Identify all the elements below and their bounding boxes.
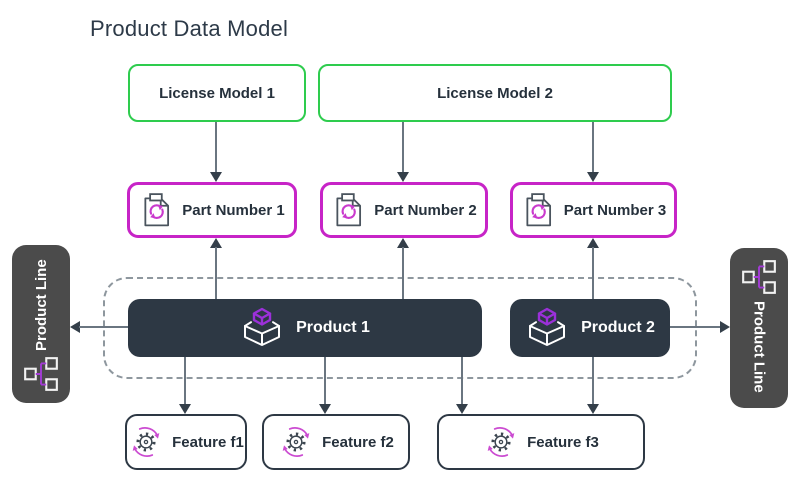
part-number-2-label: Part Number 2 bbox=[374, 201, 477, 219]
arrow-line-lm2-pn3 bbox=[592, 122, 594, 173]
arrow-line-p1-pn2 bbox=[402, 247, 404, 299]
part-number-2-box: Part Number 2 bbox=[320, 182, 488, 238]
license-model-1-box: License Model 1 bbox=[128, 64, 306, 122]
feature-f3-box: Feature f3 bbox=[437, 414, 645, 470]
feature-f3-label: Feature f3 bbox=[527, 433, 599, 451]
page-title: Product Data Model bbox=[90, 16, 289, 41]
product-1-label: Product 1 bbox=[296, 319, 370, 336]
arrowhead-p1-pn2 bbox=[397, 238, 409, 248]
arrowhead-p1-f3 bbox=[456, 404, 468, 414]
arrow-line-p1-f2 bbox=[324, 357, 326, 405]
product-line-left-label: Product Line bbox=[32, 259, 50, 351]
arrowhead-lm2-pn2 bbox=[397, 172, 409, 182]
arrow-line-p1-productline-left bbox=[79, 326, 128, 328]
product-line-right-label: Product Line bbox=[750, 301, 768, 393]
license-model-2-label: License Model 2 bbox=[437, 84, 553, 102]
arrowhead-p1-f1 bbox=[179, 404, 191, 414]
product-2-label: Product 2 bbox=[581, 319, 655, 336]
license-model-1-label: License Model 1 bbox=[159, 84, 275, 102]
arrow-line-p2-pn3 bbox=[592, 247, 594, 299]
arrow-line-lm1-pn1 bbox=[215, 122, 217, 173]
open-box-cube-icon bbox=[529, 307, 566, 346]
product-2-box: Product 2 bbox=[510, 299, 670, 357]
feature-f1-label: Feature f1 bbox=[172, 433, 244, 451]
part-number-3-box: Part Number 3 bbox=[510, 182, 677, 238]
feature-f1-box: Feature f1 bbox=[125, 414, 247, 470]
product-group-dashed-container bbox=[103, 277, 697, 379]
part-number-1-label: Part Number 1 bbox=[182, 201, 285, 219]
part-number-1-box: Part Number 1 bbox=[127, 182, 297, 238]
arrowhead-p2-pn3 bbox=[587, 238, 599, 248]
arrowhead-p1-productline-left bbox=[70, 321, 80, 333]
feature-f2-label: Feature f2 bbox=[322, 433, 394, 451]
gear-rotation-icon bbox=[282, 427, 310, 457]
gear-rotation-icon bbox=[487, 427, 515, 457]
arrow-line-p1-f1 bbox=[184, 357, 186, 405]
document-refresh-icon bbox=[336, 193, 362, 227]
license-model-2-box: License Model 2 bbox=[318, 64, 672, 122]
arrow-line-p2-f3 bbox=[592, 357, 594, 405]
arrow-line-p2-productline-right bbox=[670, 326, 721, 328]
document-refresh-icon bbox=[144, 193, 170, 227]
arrowhead-lm2-pn3 bbox=[587, 172, 599, 182]
gear-rotation-icon bbox=[132, 427, 160, 457]
hierarchy-icon bbox=[24, 357, 58, 391]
arrowhead-lm1-pn1 bbox=[210, 172, 222, 182]
document-refresh-icon bbox=[526, 193, 551, 227]
arrowhead-p2-f3 bbox=[587, 404, 599, 414]
product-1-box: Product 1 bbox=[128, 299, 482, 357]
arrow-line-lm2-pn2 bbox=[402, 122, 404, 173]
product-line-left-box: Product Line bbox=[12, 245, 70, 403]
hierarchy-icon bbox=[742, 260, 776, 294]
part-number-3-label: Part Number 3 bbox=[563, 201, 667, 219]
feature-f2-box: Feature f2 bbox=[262, 414, 410, 470]
arrow-line-p1-pn1 bbox=[215, 247, 217, 299]
arrowhead-p1-pn1 bbox=[210, 238, 222, 248]
arrowhead-p2-productline-right bbox=[720, 321, 730, 333]
open-box-cube-icon bbox=[244, 307, 281, 346]
arrowhead-p1-f2 bbox=[319, 404, 331, 414]
arrow-line-p1-f3 bbox=[461, 357, 463, 405]
product-line-right-box: Product Line bbox=[730, 248, 788, 408]
